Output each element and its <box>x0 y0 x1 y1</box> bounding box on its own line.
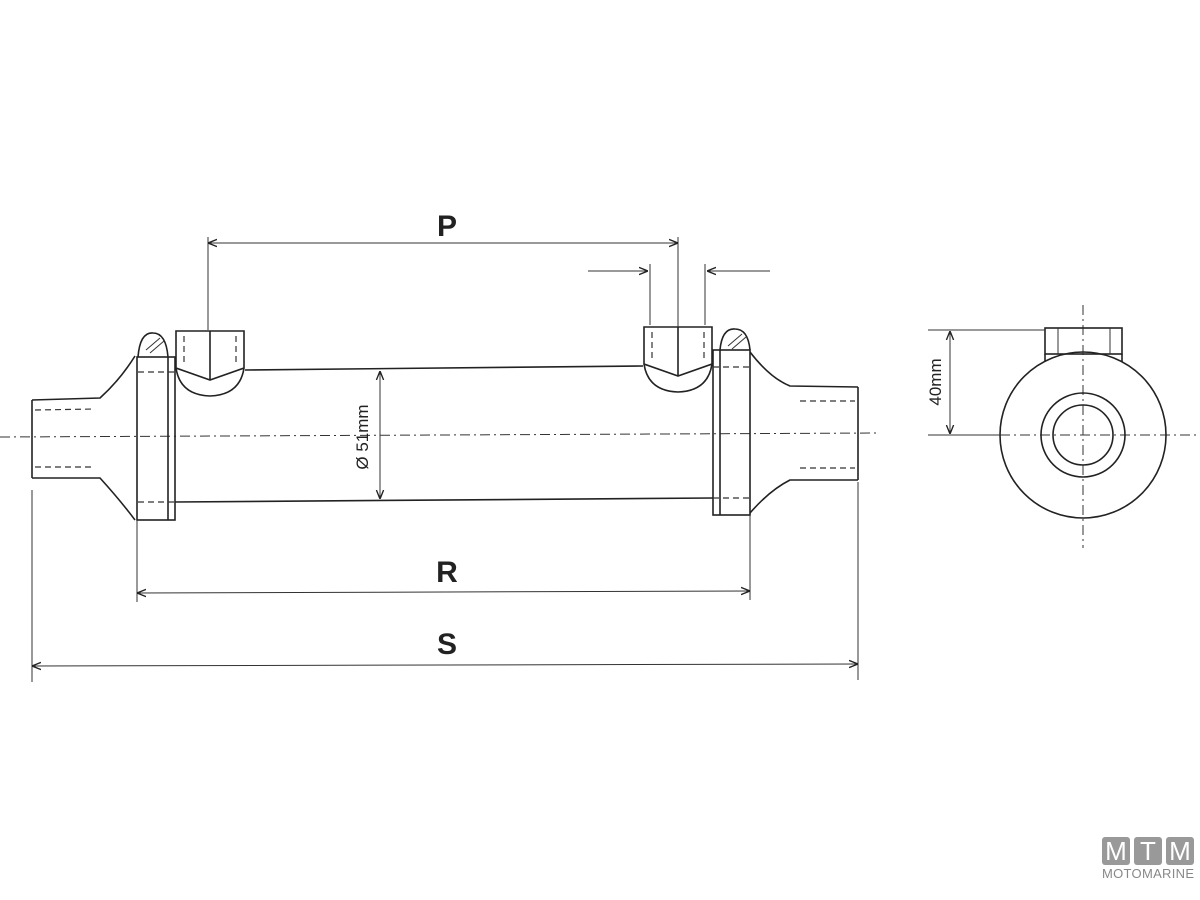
dimension-diameter: Ø 51mm <box>353 371 380 499</box>
dimension-s-label: S <box>437 628 457 661</box>
nut-width-dimension <box>588 264 770 325</box>
dimension-s: S <box>31 482 859 682</box>
cylinder-end-view: 40mm <box>926 305 1198 548</box>
dimension-p: P <box>207 210 679 330</box>
height-label: 40mm <box>926 358 945 405</box>
logo-letter: M <box>1102 837 1130 865</box>
logo-letter: T <box>1134 837 1162 865</box>
diameter-label: Ø 51mm <box>353 404 372 469</box>
dimension-r: R <box>136 515 751 602</box>
cylinder-side-view <box>31 326 859 521</box>
dimension-r-label: R <box>436 556 458 589</box>
logo-brand: MOTOMARINE <box>1102 866 1195 881</box>
dimension-p-label: P <box>437 210 457 243</box>
centerline <box>0 432 881 438</box>
logo-letter: M <box>1166 837 1194 865</box>
motomarine-logo: M T M MOTOMARINE <box>1102 837 1198 881</box>
